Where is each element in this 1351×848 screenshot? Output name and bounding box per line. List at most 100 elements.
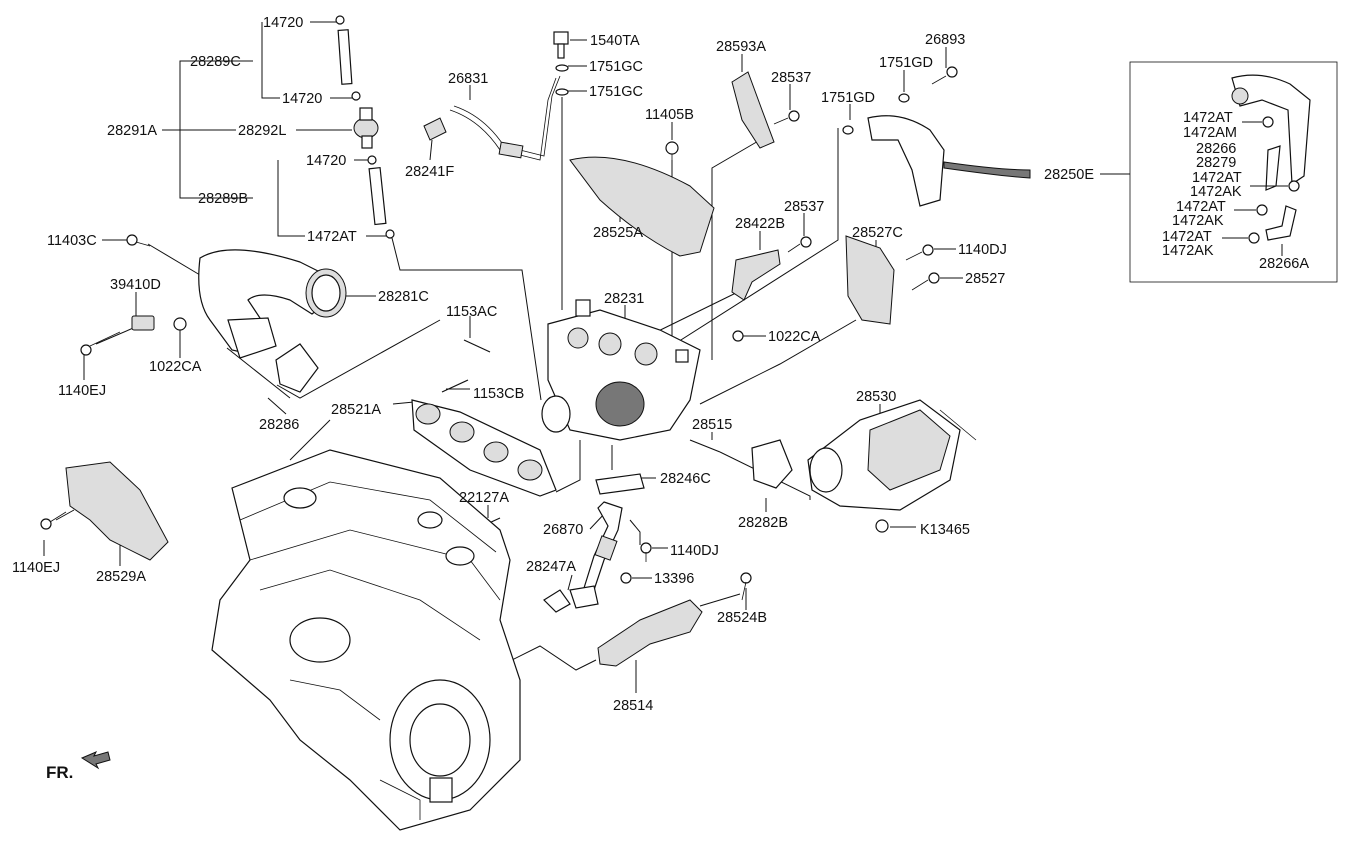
catalytic-converter-28530 bbox=[807, 399, 977, 511]
part-label-1140dj-b: 1140DJ bbox=[670, 543, 719, 559]
bolt-11405b bbox=[665, 141, 679, 166]
heat-shield-28529a bbox=[65, 461, 169, 561]
part-label-28281c: 28281C bbox=[378, 289, 429, 305]
bolt-28537-top bbox=[773, 110, 800, 125]
part-label-1472at-c: 1472AT bbox=[1192, 170, 1242, 186]
part-label-28537-a: 28537 bbox=[771, 70, 811, 86]
parts bbox=[40, 15, 1338, 831]
washer-1751gd-a bbox=[898, 93, 910, 103]
part-label-13396: 13396 bbox=[654, 571, 694, 587]
part-label-14720-a: 14720 bbox=[263, 15, 303, 31]
washer-1751gc-bottom bbox=[555, 88, 569, 96]
washer-1022ca bbox=[173, 317, 187, 331]
part-label-k13465: K13465 bbox=[920, 522, 970, 538]
part-label-28292l: 28292L bbox=[238, 123, 286, 139]
part-label-1472at-d: 1472AT bbox=[1176, 199, 1226, 215]
part-label-28514: 28514 bbox=[613, 698, 653, 714]
stud-1153cb bbox=[441, 379, 469, 393]
part-label-28289b: 28289B bbox=[198, 191, 248, 207]
part-label-28279: 28279 bbox=[1196, 155, 1236, 171]
part-label-1472ak-c: 1472AK bbox=[1162, 243, 1214, 259]
bracket-28422b bbox=[731, 249, 781, 301]
part-label-22127a: 22127A bbox=[459, 490, 509, 506]
part-label-1022ca-a: 1022CA bbox=[149, 359, 202, 375]
part-label-1472ak-a: 1472AK bbox=[1190, 184, 1242, 200]
part-label-28537-b: 28537 bbox=[784, 199, 824, 215]
part-label-1540ta: 1540TA bbox=[590, 33, 640, 49]
part-label-1140ej-a: 1140EJ bbox=[58, 383, 106, 399]
gasket-28247a bbox=[543, 589, 571, 613]
bracket-39410d bbox=[131, 315, 155, 331]
inset-hoses bbox=[1231, 74, 1311, 244]
bracket-28514 bbox=[597, 599, 703, 667]
inset-box bbox=[1129, 61, 1338, 283]
part-label-28289c: 28289C bbox=[190, 54, 241, 70]
flange-26870 bbox=[569, 585, 599, 609]
washer-1751gc-top bbox=[555, 64, 569, 72]
part-label-28291a: 28291A bbox=[107, 123, 157, 139]
pipe-26870 bbox=[583, 501, 623, 591]
part-label-1751gc-b: 1751GC bbox=[589, 84, 643, 100]
part-label-1140ej-b: 1140EJ bbox=[12, 560, 60, 576]
bolt-1140dj-top bbox=[905, 244, 934, 261]
part-label-1472ak-b: 1472AK bbox=[1172, 213, 1224, 229]
bolt-26893 bbox=[931, 66, 958, 85]
part-label-1022ca-b: 1022CA bbox=[768, 329, 821, 345]
stud-1153ac bbox=[463, 339, 491, 353]
part-label-14720-b: 14720 bbox=[282, 91, 322, 107]
part-label-1472am: 1472AM bbox=[1183, 125, 1237, 141]
part-label-1751gd-b: 1751GD bbox=[821, 90, 875, 106]
intake-pipe-28281c bbox=[198, 249, 347, 359]
part-label-28515: 28515 bbox=[692, 417, 732, 433]
gasket-28521a bbox=[411, 399, 557, 497]
heat-plate-28527c bbox=[845, 235, 895, 325]
inset-leaders bbox=[1222, 121, 1288, 256]
part-number-labels: 14720 28289C 14720 28291A 28292L 14720 28289B 1… bbox=[12, 15, 1309, 714]
gasket-28282b bbox=[751, 439, 793, 489]
part-label-28282b: 28282B bbox=[738, 515, 788, 531]
part-label-28422b: 28422B bbox=[735, 216, 785, 232]
gasket-28246c bbox=[595, 473, 645, 495]
part-label-26831: 26831 bbox=[448, 71, 488, 87]
part-label-28525a: 28525A bbox=[593, 225, 643, 241]
part-label-1472at-a: 1472AT bbox=[307, 229, 357, 245]
engine-block bbox=[211, 449, 521, 831]
pipe-28250e bbox=[867, 115, 1031, 207]
part-label-28250e: 28250E bbox=[1044, 167, 1094, 183]
part-label-28593a: 28593A bbox=[716, 39, 766, 55]
part-label-28529a: 28529A bbox=[96, 569, 146, 585]
bolt-28527 bbox=[911, 272, 940, 291]
washer-1022ca-b bbox=[732, 330, 744, 342]
part-label-28247a: 28247A bbox=[526, 559, 576, 575]
part-label-1751gc-a: 1751GC bbox=[589, 59, 643, 75]
part-label-28266a: 28266A bbox=[1259, 256, 1309, 272]
front-direction-arrow-icon bbox=[80, 751, 111, 770]
gasket-28286 bbox=[275, 343, 319, 393]
front-direction-label: FR. bbox=[46, 763, 73, 782]
pipe-26831 bbox=[449, 75, 561, 161]
part-label-14720-c: 14720 bbox=[306, 153, 346, 169]
bolt-11403c bbox=[126, 234, 151, 247]
nut-k13465 bbox=[875, 519, 889, 533]
bolt-1140ej-b bbox=[40, 511, 67, 530]
part-label-28246c: 28246C bbox=[660, 471, 711, 487]
part-label-28266: 28266 bbox=[1196, 141, 1236, 157]
part-label-28241f: 28241F bbox=[405, 164, 454, 180]
part-label-1140dj-a: 1140DJ bbox=[958, 242, 1007, 258]
part-label-28524b: 28524B bbox=[717, 610, 767, 626]
part-label-1153ac: 1153AC bbox=[446, 304, 497, 320]
bolt-1140ej bbox=[80, 331, 121, 356]
part-label-28231: 28231 bbox=[604, 291, 644, 307]
bolt-1540ta bbox=[553, 31, 569, 59]
part-label-26870: 26870 bbox=[543, 522, 583, 538]
part-label-1472at-b: 1472AT bbox=[1183, 110, 1233, 126]
part-label-28530: 28530 bbox=[856, 389, 896, 405]
part-label-26893: 26893 bbox=[925, 32, 965, 48]
part-label-11403c: 11403C bbox=[47, 233, 97, 249]
hose-28289b bbox=[367, 155, 395, 239]
washer-13396 bbox=[620, 572, 632, 584]
part-label-39410d: 39410D bbox=[110, 277, 161, 293]
valve-28292l bbox=[353, 107, 379, 149]
part-label-1751gd-a: 1751GD bbox=[879, 55, 933, 71]
part-label-28527c: 28527C bbox=[852, 225, 903, 241]
